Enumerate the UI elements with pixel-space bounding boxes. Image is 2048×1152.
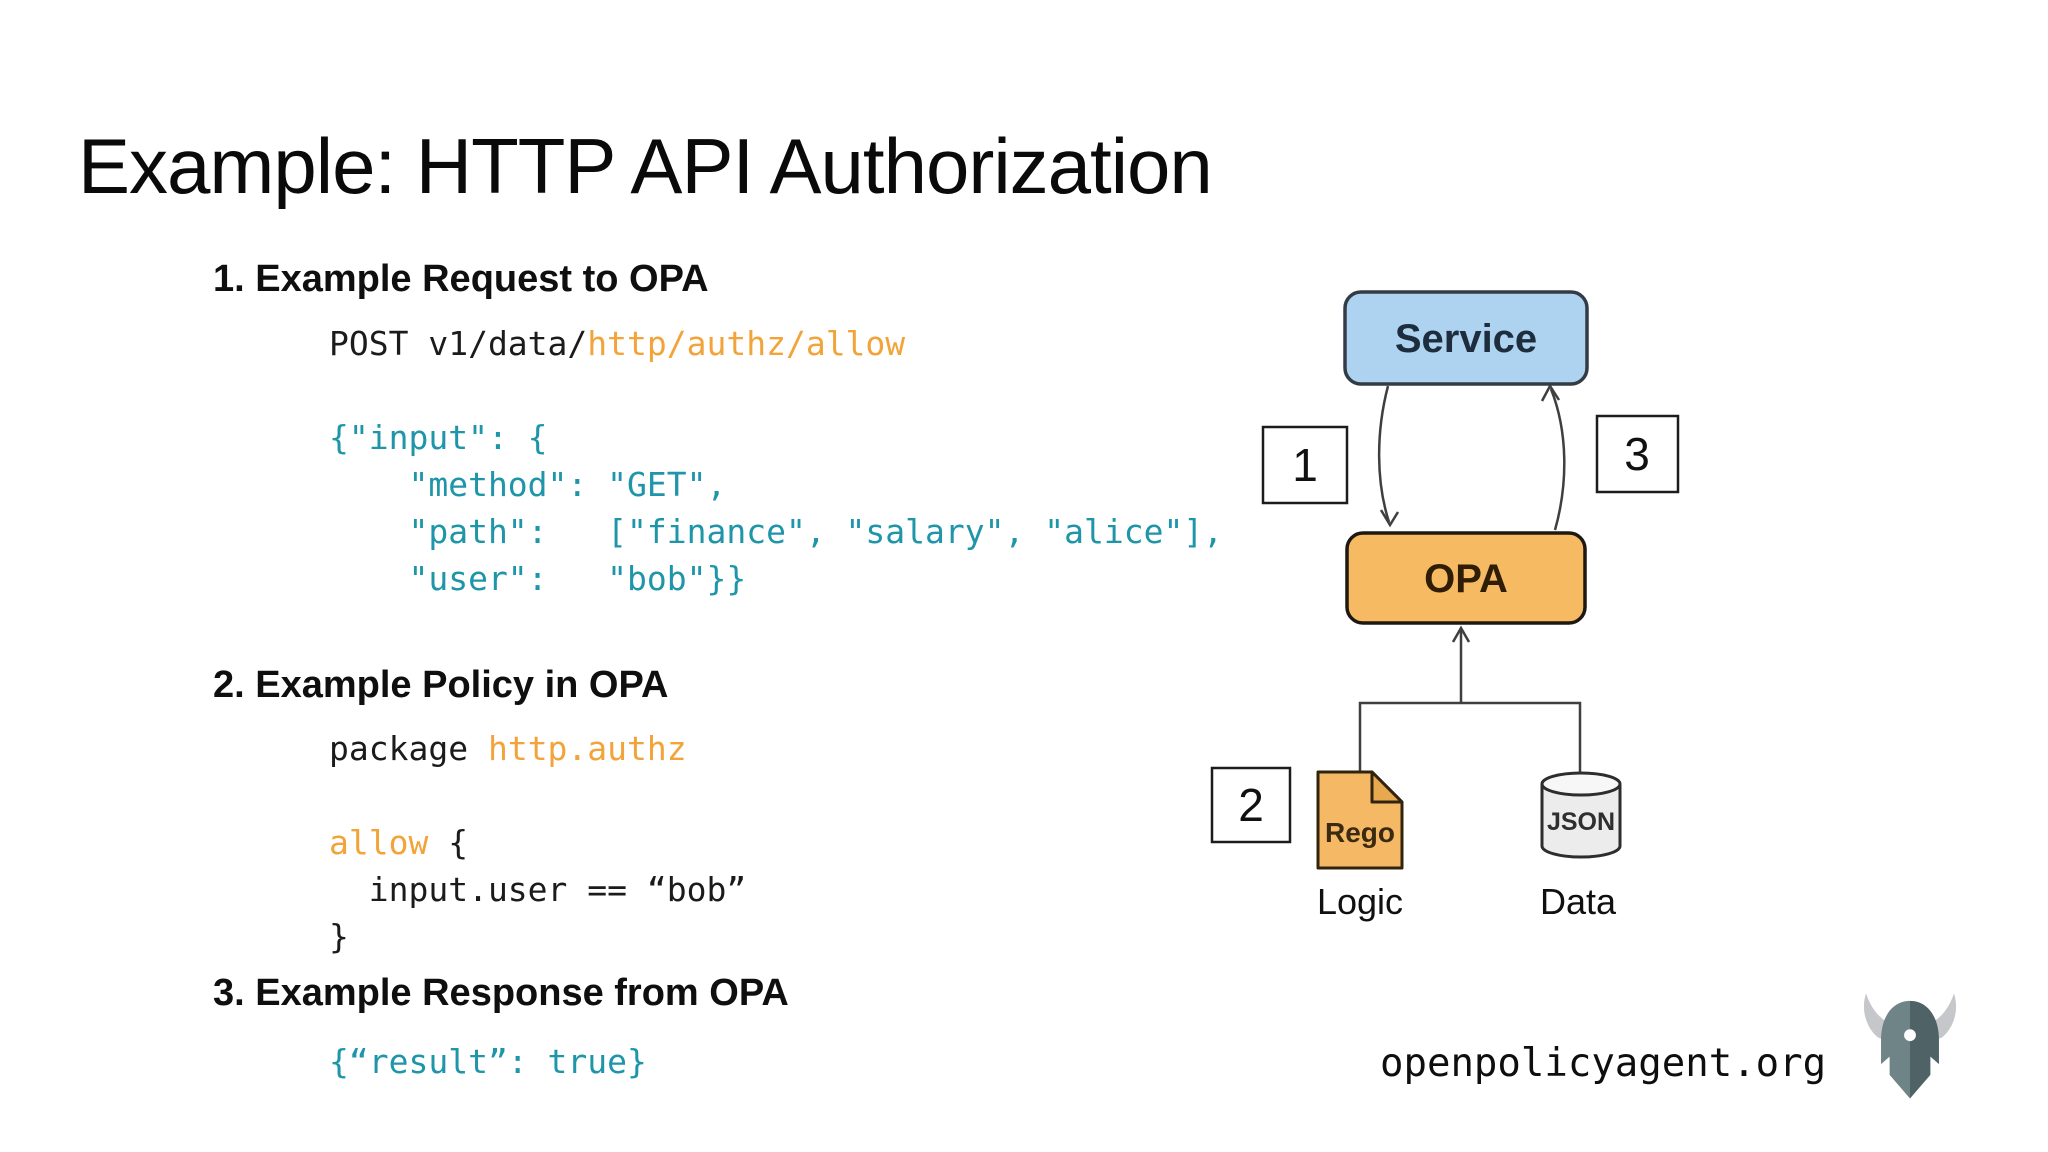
code-segment: package [329, 729, 488, 768]
code-blank-line [329, 772, 746, 819]
step-3-label: 3 [1624, 428, 1650, 480]
rego-label: Rego [1325, 817, 1395, 848]
json-label: JSON [1547, 808, 1615, 836]
service-label: Service [1395, 317, 1537, 361]
code-line: } [329, 913, 746, 960]
data-label: Data [1540, 881, 1617, 922]
policy-data-connector [1358, 625, 1582, 778]
step-3-badge: 3 [1595, 414, 1680, 494]
section-heading-3: 3. Example Response from OPA [213, 972, 789, 1014]
code-blank-line [329, 367, 1223, 414]
opa-logo-helmet-icon [1863, 993, 1957, 1099]
code-line: POST v1/data/http/authz/allow [329, 320, 1223, 367]
step-2-label: 2 [1238, 779, 1264, 831]
step-1-badge: 1 [1261, 425, 1349, 505]
step-2-badge: 2 [1210, 766, 1292, 844]
code-segment: {“result”: true} [329, 1042, 647, 1081]
opa-label: OPA [1424, 557, 1508, 601]
code-line: "path": ["finance", "salary", "alice"], [329, 508, 1223, 555]
code-line: input.user == “bob” [329, 866, 747, 913]
section-heading-1: 1. Example Request to OPA [213, 258, 709, 300]
code-segment: http.authz [487, 729, 687, 768]
code-line: package http.authz [329, 725, 746, 772]
helmet-eye-dot [1904, 1029, 1916, 1042]
logic-label: Logic [1317, 881, 1403, 922]
code-line: "user": "bob"}} [329, 555, 1223, 602]
footer-url: openpolicyagent.org [1380, 1041, 1827, 1086]
code-line: "method": "GET", [329, 461, 1223, 508]
code-segment: allow [329, 823, 429, 862]
code-block-policy: package http.authz allow { input.user ==… [329, 725, 746, 960]
code-segment: "method": "GET", [329, 465, 727, 504]
request-arrow [1377, 385, 1400, 528]
code-segment: http/authz/allow [587, 324, 906, 363]
code-segment: {"input": { [329, 418, 548, 457]
code-segment: "path": ["finance", "salary", "alice"], [329, 512, 1224, 551]
code-block-response: {“result”: true} [329, 1038, 647, 1085]
step-1-label: 1 [1292, 439, 1318, 491]
code-segment: "user": "bob"}} [329, 559, 747, 598]
code-segment: input.user == “bob” [329, 870, 747, 909]
code-line: {“result”: true} [329, 1038, 647, 1085]
opa-box: OPA [1345, 531, 1587, 625]
code-line: allow { [329, 819, 746, 866]
code-block-request: POST v1/data/http/authz/allow {"input": … [329, 320, 1223, 602]
response-arrow [1540, 383, 1566, 531]
section-heading-2: 2. Example Policy in OPA [213, 664, 669, 706]
opa-architecture-diagram: Service OPA 1 3 2 Rego [1210, 290, 1680, 922]
helmet-left-half [1881, 1000, 1910, 1099]
code-segment: POST v1/data/ [329, 324, 588, 363]
service-box: Service [1343, 290, 1589, 386]
code-segment: { [428, 823, 469, 862]
page-title: Example: HTTP API Authorization [78, 122, 1213, 210]
code-line: {"input": { [329, 414, 1223, 461]
code-segment: } [329, 917, 349, 956]
rego-file-icon: Rego [1316, 770, 1404, 870]
helmet-right-half [1910, 1000, 1939, 1099]
json-db-icon: JSON [1540, 771, 1622, 859]
